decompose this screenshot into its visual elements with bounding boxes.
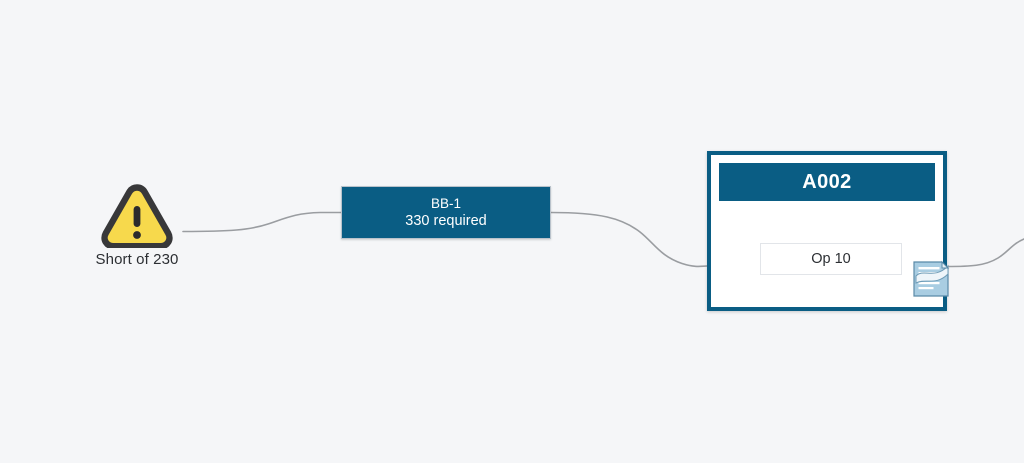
shortage-label: Short of 230 (95, 251, 179, 268)
shortage-node[interactable]: Short of 230 (84, 182, 190, 268)
operation-label: Op 10 (811, 251, 851, 267)
connector-order-to-right (946, 238, 1024, 268)
connector-shortage-to-demand (182, 211, 342, 233)
demand-node-quantity: 330 required (405, 212, 487, 229)
order-node-header: A002 (719, 163, 935, 201)
order-node-inner: A002 Op 10 (715, 159, 950, 303)
demand-node-bb-1[interactable]: BB-1 330 required (341, 186, 551, 239)
document-icon[interactable] (910, 258, 952, 300)
order-node-a002[interactable]: A002 Op 10 (707, 151, 950, 311)
operation-op-10[interactable]: Op 10 (760, 243, 902, 275)
warning-triangle-icon (101, 184, 173, 248)
connector-demand-to-order (550, 211, 708, 268)
demand-node-title: BB-1 (430, 196, 461, 211)
order-node-title: A002 (802, 170, 852, 193)
order-node-body: Op 10 (715, 201, 950, 303)
